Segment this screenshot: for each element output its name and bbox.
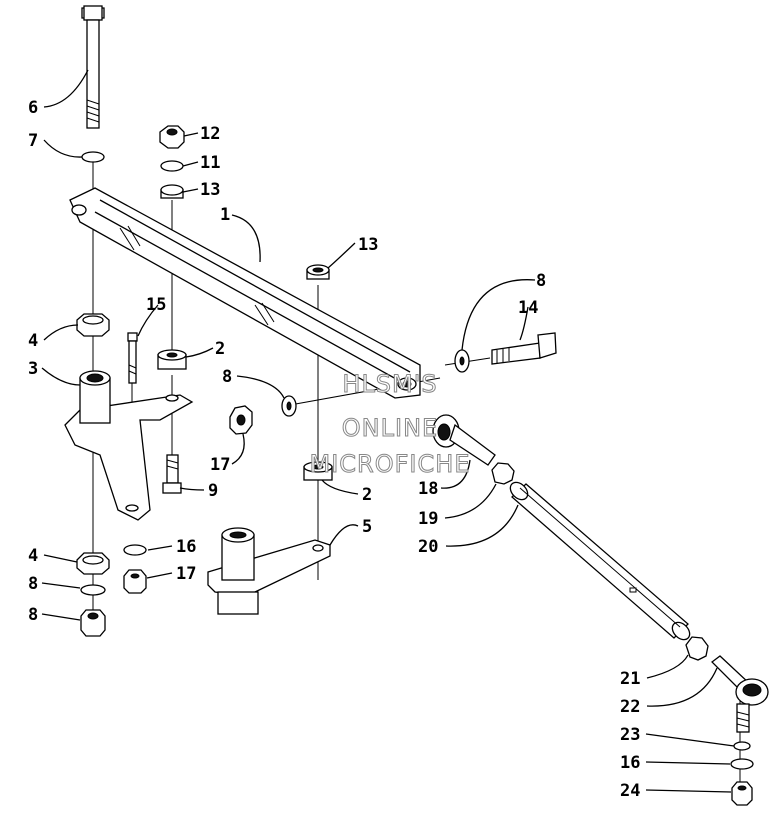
- part-8-washer-right: [454, 349, 470, 373]
- leader-lines: [41, 69, 735, 793]
- part-5-steering-arm: [207, 527, 331, 615]
- callout-21: 21: [620, 669, 640, 689]
- callout-11: 11: [200, 153, 220, 173]
- callout-2-lower: 2: [362, 485, 372, 505]
- watermark: HLSM'S ONLINE MICROFICHE: [309, 370, 471, 479]
- callout-7: 7: [28, 131, 38, 151]
- part-19-jam-nut: [491, 462, 515, 485]
- watermark-line-1: HLSM'S: [342, 370, 437, 398]
- callout-23: 23: [620, 725, 640, 745]
- part-23-washer: [733, 741, 751, 751]
- part-17-nut-middle: [229, 405, 253, 435]
- part-16-washer-right: [730, 758, 754, 770]
- part-13-spacer-right: [306, 264, 330, 280]
- callout-8-middle: 8: [222, 367, 232, 387]
- callout-19: 19: [418, 509, 438, 529]
- callout-17-left: 17: [176, 564, 196, 584]
- part-2-spacer-upper: [157, 349, 187, 370]
- part-21-jam-nut: [685, 636, 709, 661]
- callout-6: 6: [28, 98, 38, 118]
- part-2-spacer-lower: [303, 461, 333, 481]
- part-12-nut: [159, 125, 185, 149]
- watermark-line-3: MICROFICHE: [310, 450, 471, 478]
- callout-15: 15: [146, 295, 166, 315]
- watermark-line-2: ONLINE: [342, 414, 438, 442]
- part-8-washer-lower: [80, 584, 106, 596]
- part-7-washer: [81, 151, 105, 163]
- part-4-nut-lower: [76, 552, 110, 575]
- callout-4-upper: 4: [28, 331, 38, 351]
- callout-10: 9: [208, 481, 218, 501]
- callout-3: 3: [28, 359, 38, 379]
- part-20-tie-rod: [509, 481, 691, 641]
- part-24-nut: [731, 781, 753, 806]
- callout-8-lower: 8: [28, 574, 38, 594]
- callout-13-top: 13: [200, 180, 220, 200]
- part-6-bolt: [81, 5, 105, 129]
- part-18-rod-end: [432, 414, 496, 466]
- callout-16-left: 16: [176, 537, 196, 557]
- part-15-bolt: [127, 332, 138, 384]
- callout-4-lower: 4: [28, 546, 38, 566]
- part-22-rod-end: [711, 655, 769, 733]
- callout-labels: 6 7 12 11 13 1 13 8 14 15 4 2 3 8 17 9 2…: [28, 98, 640, 801]
- part-1-arm: [69, 187, 421, 399]
- callout-16-right: 16: [620, 753, 640, 773]
- part-9-nut: [80, 609, 106, 637]
- callout-14: 14: [518, 298, 538, 318]
- callout-2-upper: 2: [215, 339, 225, 359]
- callout-1: 1: [220, 205, 230, 225]
- part-17-nut-left: [123, 569, 147, 594]
- part-8-washer-middle: [281, 395, 297, 417]
- callout-5: 5: [362, 517, 372, 537]
- part-3-bracket: [64, 370, 194, 521]
- callout-17-middle: 17: [210, 455, 230, 475]
- part-10-bolt: [162, 454, 182, 494]
- callout-13-right: 13: [358, 235, 378, 255]
- callout-20: 20: [418, 537, 438, 557]
- part-13-spacer-top: [160, 184, 184, 199]
- callout-18: 18: [418, 479, 438, 499]
- callout-24: 24: [620, 781, 640, 801]
- callout-22: 22: [620, 697, 640, 717]
- part-4-nut-upper: [76, 313, 110, 337]
- callout-9: 8: [28, 605, 38, 625]
- part-11-washer: [160, 160, 184, 172]
- part-14-bolt: [491, 332, 557, 365]
- callout-8-right: 8: [536, 271, 546, 291]
- part-16-washer-left: [123, 544, 147, 556]
- callout-12: 12: [200, 124, 220, 144]
